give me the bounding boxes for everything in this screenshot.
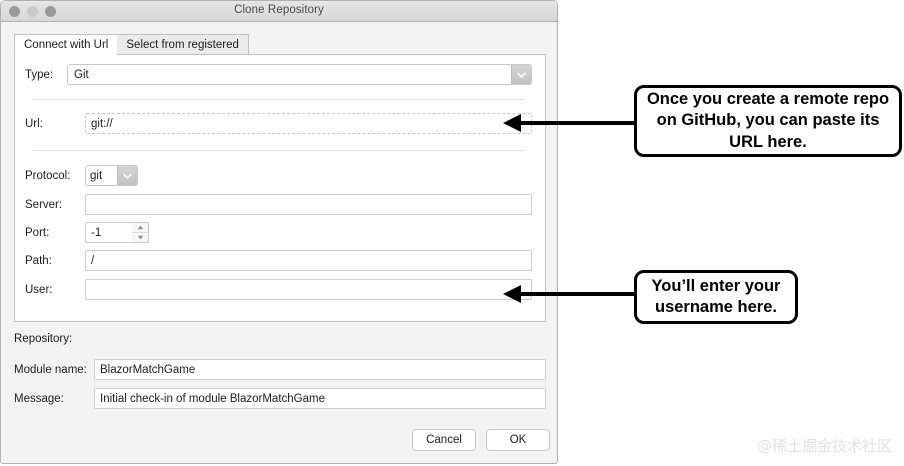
close-button-icon[interactable] xyxy=(9,6,20,17)
port-row: Port: -1 xyxy=(25,222,149,243)
callout-leader-line-url xyxy=(520,121,636,125)
connect-with-url-panel: Type: Git Url: git:// Protocol: git xyxy=(14,54,546,322)
type-label: Type: xyxy=(25,68,54,81)
tab-connect-with-url-label: Connect with Url xyxy=(24,39,109,51)
watermark: @稀土掘金技术社区 xyxy=(756,437,892,455)
stepper-up-icon[interactable] xyxy=(132,223,148,233)
ok-button[interactable]: OK xyxy=(486,429,550,451)
port-stepper[interactable] xyxy=(132,222,149,243)
path-field[interactable]: / xyxy=(85,250,532,271)
callout-leader-line-user xyxy=(520,292,636,296)
tab-select-from-registered[interactable]: Select from registered xyxy=(117,34,249,55)
protocol-value: git xyxy=(90,169,103,182)
message-row: Message: Initial check-in of module Blaz… xyxy=(14,388,546,409)
divider-2 xyxy=(33,150,525,151)
user-field[interactable] xyxy=(85,279,532,300)
user-label: User: xyxy=(25,283,53,296)
callout-user: You’ll enter your username here. xyxy=(634,270,798,324)
user-row: User: xyxy=(25,279,535,300)
url-row: Url: git:// xyxy=(25,113,535,134)
path-label: Path: xyxy=(25,254,52,267)
callout-url: Once you create a remote repo on GitHub,… xyxy=(634,85,902,157)
port-value: -1 xyxy=(91,226,102,239)
port-label: Port: xyxy=(25,226,50,239)
repository-section-label: Repository: xyxy=(14,333,73,345)
type-row: Type: Git xyxy=(25,64,535,85)
tab-bar: Connect with Url Select from registered xyxy=(14,34,249,55)
path-value: / xyxy=(91,254,95,267)
protocol-combo[interactable]: git xyxy=(85,165,138,186)
module-name-field[interactable]: BlazorMatchGame xyxy=(94,359,546,380)
message-label: Message: xyxy=(14,392,64,405)
module-name-label: Module name: xyxy=(14,363,87,376)
zoom-button-icon[interactable] xyxy=(45,6,56,17)
message-field[interactable]: Initial check-in of module BlazorMatchGa… xyxy=(94,388,546,409)
type-value: Git xyxy=(74,68,89,81)
callout-user-text: You’ll enter your username here. xyxy=(651,276,781,316)
server-label: Server: xyxy=(25,198,63,211)
module-name-row: Module name: BlazorMatchGame xyxy=(14,359,546,380)
chevron-down-icon[interactable] xyxy=(511,65,531,84)
window-title: Clone Repository xyxy=(234,4,324,16)
path-row: Path: / xyxy=(25,250,535,271)
protocol-row: Protocol: git xyxy=(25,165,138,186)
protocol-label: Protocol: xyxy=(25,169,71,182)
server-row: Server: xyxy=(25,194,535,215)
minimize-button-icon[interactable] xyxy=(27,6,38,17)
url-field[interactable]: git:// xyxy=(85,113,532,134)
chevron-down-icon[interactable] xyxy=(117,166,137,185)
tab-select-from-registered-label: Select from registered xyxy=(126,39,239,51)
server-field[interactable] xyxy=(85,194,532,215)
cancel-button-label: Cancel xyxy=(426,434,462,446)
window-titlebar: Clone Repository xyxy=(1,1,557,22)
message-value: Initial check-in of module BlazorMatchGa… xyxy=(100,392,325,405)
callout-arrow-url xyxy=(503,114,521,132)
divider-1 xyxy=(33,99,525,100)
module-name-value: BlazorMatchGame xyxy=(100,363,196,376)
type-combo[interactable]: Git xyxy=(67,64,532,85)
stepper-down-icon[interactable] xyxy=(132,233,148,242)
clone-repository-window: Clone Repository Connect with Url Select… xyxy=(0,0,558,464)
tab-connect-with-url[interactable]: Connect with Url xyxy=(14,34,118,55)
callout-url-text: Once you create a remote repo on GitHub,… xyxy=(646,90,890,151)
dialog-footer: Cancel OK xyxy=(412,429,550,451)
url-label: Url: xyxy=(25,117,43,130)
callout-arrow-user xyxy=(503,285,521,303)
ok-button-label: OK xyxy=(509,434,527,446)
url-value: git:// xyxy=(91,117,113,130)
cancel-button[interactable]: Cancel xyxy=(412,429,476,451)
traffic-light-group xyxy=(9,6,56,17)
port-field[interactable]: -1 xyxy=(85,222,132,243)
